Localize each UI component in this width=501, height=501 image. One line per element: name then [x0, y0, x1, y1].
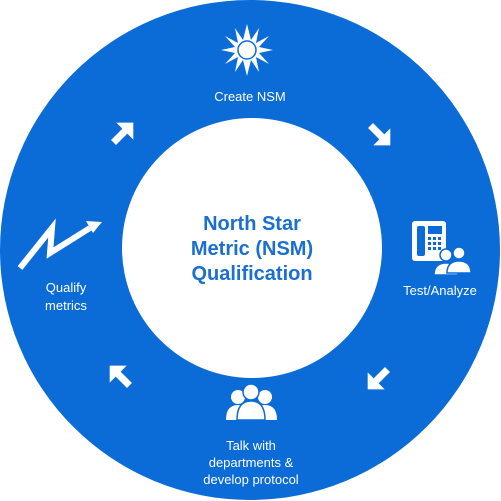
group-people-icon — [226, 383, 277, 421]
step-qualify-label-line-1: Qualify — [46, 280, 87, 295]
center-title-line-1: North Star — [203, 213, 301, 235]
step-talk-label-line-1: Talk with — [226, 438, 276, 453]
arrow-down-right-icon — [368, 123, 391, 146]
center-title: North Star Metric (NSM) Qualification — [191, 213, 313, 285]
step-qualify-label: Qualify metrics — [45, 280, 87, 313]
trend-up-icon — [17, 218, 102, 270]
phone-with-people-icon — [412, 221, 472, 276]
step-talk-label-line-2: departments & — [209, 455, 294, 470]
center-title-line-2: Metric (NSM) — [191, 238, 313, 260]
step-talk-label: Talk with departments & develop protocol — [203, 438, 299, 487]
arrow-down-left-icon — [367, 367, 390, 390]
step-qualify-label-line-2: metrics — [45, 298, 87, 313]
step-create-label: Create NSM — [214, 89, 286, 104]
center-title-line-3: Qualification — [191, 263, 312, 285]
sunburst-icon — [221, 24, 273, 76]
step-talk-label-line-3: develop protocol — [203, 472, 299, 487]
step-test-label: Test/Analyze — [403, 283, 477, 298]
center-circle — [122, 118, 382, 378]
